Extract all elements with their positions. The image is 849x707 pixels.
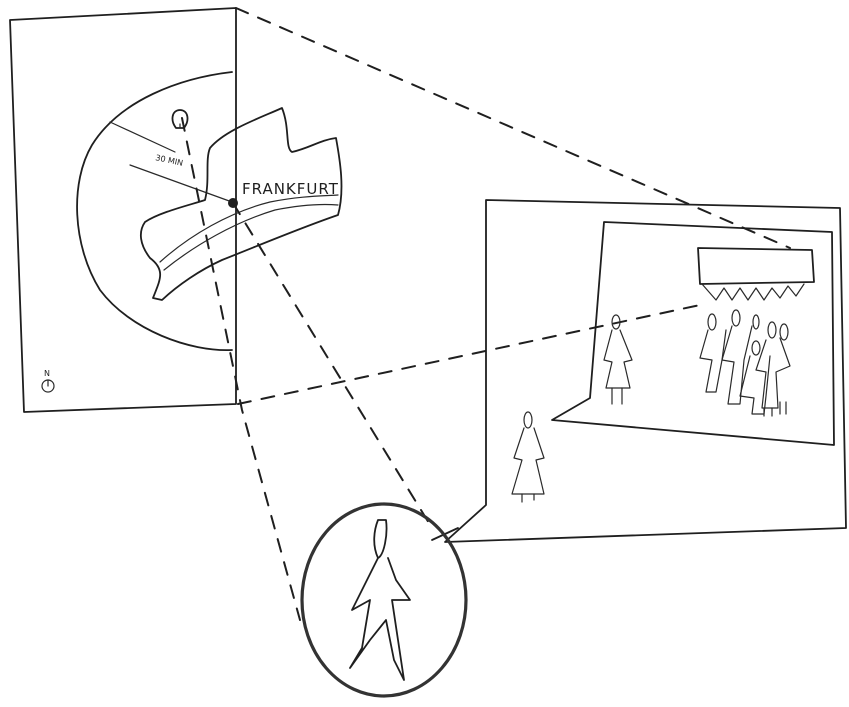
river-line-b xyxy=(163,203,339,271)
svg-text:N: N xyxy=(44,369,50,378)
scene-frame xyxy=(444,199,847,543)
north-arrow-icon: N xyxy=(41,369,55,393)
distance-label: 30 MIN xyxy=(155,153,184,168)
map-panel: FRANKFURT 30 MIN N xyxy=(9,7,343,413)
crowd-icon xyxy=(699,309,791,417)
connector-pin-to-circle-left xyxy=(181,117,301,621)
connector-lines xyxy=(181,7,791,621)
map-frame xyxy=(9,7,237,413)
connector-city-to-circle-right xyxy=(232,202,433,529)
city-label: FRANKFURT xyxy=(242,180,339,198)
city-region xyxy=(139,107,343,301)
radius-tick xyxy=(109,121,176,153)
radius-line xyxy=(129,164,233,203)
location-pin-icon xyxy=(171,109,189,129)
person-icon xyxy=(511,411,545,503)
zoom-circle-outline xyxy=(300,502,468,698)
travel-time-radius xyxy=(76,71,233,351)
inner-screen xyxy=(551,221,835,446)
zoom-circle xyxy=(300,502,468,698)
connector-map-to-scene-top xyxy=(235,7,791,249)
scene-panel xyxy=(431,199,847,543)
river-line-a xyxy=(159,194,339,263)
billboard-icon xyxy=(697,247,815,301)
connector-map-to-scene-bottom xyxy=(237,304,701,405)
person-icon xyxy=(349,519,411,681)
person-icon xyxy=(603,314,633,405)
